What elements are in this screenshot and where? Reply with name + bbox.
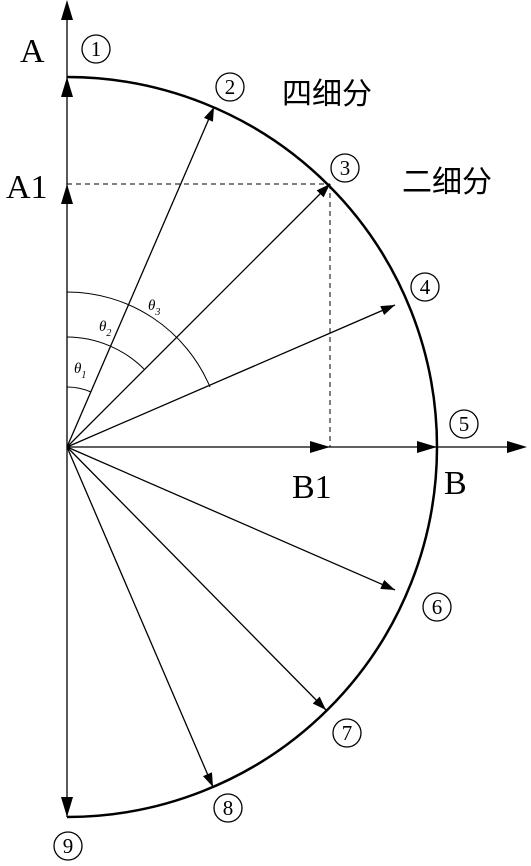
svg-text:3: 3 — [340, 156, 351, 180]
point-marker-9: 9 — [53, 831, 83, 861]
vector-6 — [66, 446, 396, 591]
angle-label-theta3: θ3 — [148, 298, 160, 318]
arrow-A-head — [61, 77, 73, 97]
point-marker-8: 8 — [213, 793, 243, 823]
angle-label-theta1: θ1 — [74, 361, 86, 381]
label-B1: B1 — [292, 469, 332, 506]
vector-2 — [66, 106, 215, 448]
label-two-subdivision: 二细分 — [402, 165, 492, 200]
point-marker-2: 2 — [215, 72, 245, 102]
svg-text:4: 4 — [420, 275, 431, 299]
label-A1: A1 — [6, 169, 48, 206]
horizontal-axis-arrow — [507, 441, 527, 453]
svg-text:9: 9 — [63, 834, 74, 858]
point-marker-4: 4 — [410, 272, 440, 302]
svg-text:5: 5 — [459, 412, 470, 436]
svg-text:6: 6 — [432, 595, 443, 619]
svg-text:8: 8 — [223, 796, 234, 820]
point-marker-1: 1 — [81, 34, 111, 64]
vector-4 — [66, 304, 396, 448]
point-marker-6: 6 — [422, 592, 452, 622]
label-four-subdivision: 四细分 — [282, 77, 372, 112]
svg-text:2: 2 — [225, 75, 236, 99]
arrow-down-head — [61, 797, 73, 817]
vertical-axis-top-arrow — [61, 0, 73, 20]
angle-arc-theta3 — [66, 291, 211, 388]
angle-label-theta2: θ2 — [99, 319, 111, 339]
point-marker-3: 3 — [330, 153, 360, 183]
vector-8 — [66, 446, 214, 788]
svg-text:1: 1 — [91, 37, 102, 61]
arrow-A1-head — [61, 184, 73, 204]
angle-arc-theta1 — [66, 386, 92, 393]
point-marker-5: 5 — [449, 409, 479, 439]
arrow-B-head — [417, 441, 437, 453]
angle-arc-theta2 — [66, 336, 145, 370]
svg-text:7: 7 — [342, 721, 353, 745]
vector-3 — [66, 183, 331, 448]
label-A: A — [20, 33, 45, 70]
arrow-B1-head — [310, 441, 330, 453]
label-B: B — [444, 465, 467, 502]
vector-7 — [66, 446, 327, 711]
point-marker-7: 7 — [332, 718, 362, 748]
